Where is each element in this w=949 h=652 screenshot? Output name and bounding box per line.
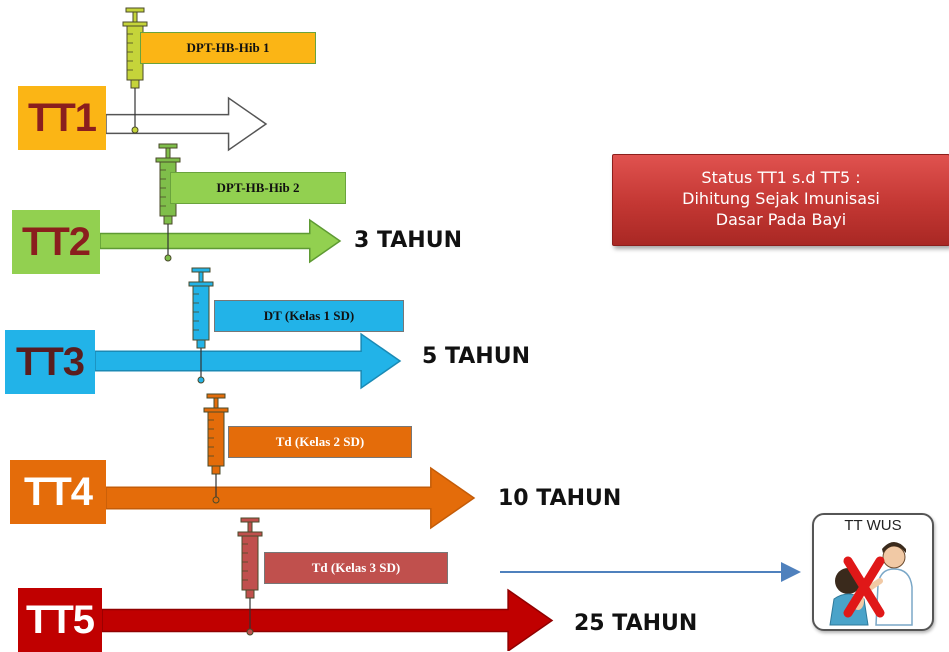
timeline-arrow-tt2 [99, 218, 342, 264]
vaccine-label-tt5: Td (Kelas 3 SD) [264, 552, 448, 584]
no-injection-icon [829, 542, 913, 626]
status-line-3: Dasar Pada Bayi [715, 210, 847, 229]
syringe-icon-tt1 [122, 7, 148, 134]
syringe-icon-tt5 [237, 517, 263, 636]
timeline-arrow-tt1 [105, 96, 268, 152]
vaccine-label-tt1: DPT-HB-Hib 1 [140, 32, 316, 64]
vaccine-label-tt2: DPT-HB-Hib 2 [170, 172, 346, 204]
status-line-1: Status TT1 s.d TT5 : [701, 168, 861, 187]
tt-wus-box: TT WUS [812, 513, 934, 631]
tt3-label: TT3 [5, 330, 95, 394]
syringe-icon-tt4 [203, 393, 229, 504]
duration-tt3: 5 TAHUN [422, 344, 530, 369]
tt4-label: TT4 [10, 460, 106, 524]
tt5-label: TT5 [18, 588, 102, 652]
timeline-arrow-tt4 [105, 466, 476, 530]
tt2-label: TT2 [12, 210, 100, 274]
duration-tt5: 25 TAHUN [574, 611, 698, 636]
status-note-box: Status TT1 s.d TT5 : Dihitung Sejak Imun… [612, 154, 949, 246]
tt1-label: TT1 [18, 86, 106, 150]
timeline-arrow-tt5 [101, 588, 554, 651]
vaccine-label-tt4: Td (Kelas 2 SD) [228, 426, 412, 458]
timeline-arrow-tt3 [94, 332, 402, 390]
syringe-icon-tt3 [188, 267, 214, 384]
duration-tt4: 10 TAHUN [498, 486, 622, 511]
tt-wus-label: TT WUS [844, 517, 902, 534]
duration-tt2: 3 TAHUN [354, 228, 462, 253]
status-line-2: Dihitung Sejak Imunisasi [682, 189, 880, 208]
vaccine-label-tt3: DT (Kelas 1 SD) [214, 300, 404, 332]
